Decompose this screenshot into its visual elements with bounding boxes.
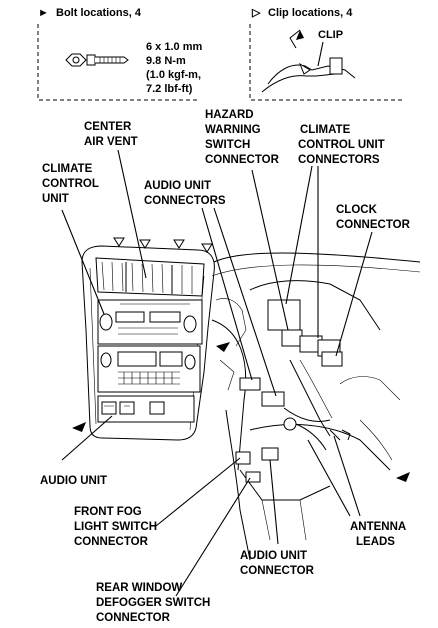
climate-connectors-label-3: CONNECTORS — [298, 154, 380, 166]
audio-unit-label: AUDIO UNIT — [40, 475, 107, 487]
bolt-legend-label: Bolt locations, 4 — [56, 7, 142, 19]
center-panel — [72, 237, 410, 482]
clip-detail: CLIP — [249, 24, 405, 101]
center-air-vent-label-1: CENTER — [84, 121, 132, 133]
audio-unit-connector — [261, 447, 279, 461]
hazard-switch-connector — [281, 329, 303, 347]
audio-connector-label-2: CONNECTOR — [240, 565, 315, 577]
defogger-label-1: REAR WINDOW — [96, 582, 182, 594]
bolt-icon — [65, 53, 129, 67]
climate-connectors-label-1: CLIMATE — [300, 124, 351, 136]
climate-connectors-label-2: CONTROL UNIT — [298, 139, 385, 151]
front-fog-switch — [119, 401, 135, 415]
callout-climate-connectors: CLIMATE CONTROL UNIT CONNECTORS — [298, 124, 385, 166]
fog-label-1: FRONT FOG — [74, 506, 142, 518]
bolt-spec-kgf: (1.0 kgf-m, — [146, 69, 201, 81]
audio-connector-label-1: AUDIO UNIT — [240, 550, 307, 562]
legend: ► Bolt locations, 4 ▷ Clip locations, 4 — [38, 7, 353, 19]
audio-connectors-label-2: CONNECTORS — [144, 195, 226, 207]
callout-antenna-leads: ANTENNA LEADS — [350, 521, 406, 548]
clip-legend-label: Clip locations, 4 — [268, 7, 353, 19]
clip-legend-symbol: ▷ — [251, 7, 261, 19]
bolt-spec-size: 6 x 1.0 mm — [146, 41, 202, 53]
climate-unit-label-3: UNIT — [42, 193, 69, 205]
leader-lines — [61, 149, 373, 597]
dashboard-structure — [211, 252, 421, 561]
fog-label-3: CONNECTOR — [74, 536, 149, 548]
audio-connectors-label-1: AUDIO UNIT — [144, 180, 211, 192]
callout-audio-unit: AUDIO UNIT — [40, 475, 107, 487]
bolt-markers — [72, 342, 410, 482]
climate-unit-label-2: CONTROL — [42, 178, 99, 190]
hazard-label-1: HAZARD — [205, 109, 254, 121]
clock-label-1: CLOCK — [336, 204, 378, 216]
audio-knob-left — [100, 352, 112, 368]
callout-audio-connector: AUDIO UNIT CONNECTOR — [240, 550, 315, 577]
antenna-label-1: ANTENNA — [350, 521, 406, 533]
callout-climate-unit: CLIMATE CONTROL UNIT — [42, 163, 99, 205]
fog-switch-connector — [235, 451, 251, 465]
callout-fog-switch: FRONT FOG LIGHT SWITCH CONNECTOR — [74, 506, 157, 548]
callout-center-air-vent: CENTER AIR VENT — [84, 121, 138, 148]
defogger-switch-connector — [245, 471, 261, 483]
antenna-label-2: LEADS — [356, 536, 395, 548]
hazard-label-2: WARNING — [205, 124, 261, 136]
climate-unit-label-1: CLIMATE — [42, 163, 93, 175]
hazard-switch-bracket — [267, 299, 301, 331]
defogger-label-3: CONNECTOR — [96, 612, 171, 624]
center-air-vent-label-2: AIR VENT — [84, 136, 138, 148]
clock-connector — [321, 351, 343, 367]
callout-audio-connectors: AUDIO UNIT CONNECTORS — [144, 180, 226, 207]
clock-label-2: CONNECTOR — [336, 219, 411, 231]
bolt-detail: 6 x 1.0 mm 9.8 N-m (1.0 kgf-m, 7.2 lbf-f… — [37, 24, 202, 101]
hazard-label-4: CONNECTOR — [205, 154, 280, 166]
audio-connector-1 — [239, 377, 261, 391]
audio-unit-panel — [97, 345, 201, 393]
bolt-legend-symbol: ► — [38, 7, 49, 19]
bolt-spec-lbf: 7.2 lbf-ft) — [146, 83, 193, 95]
callout-clock-connector: CLOCK CONNECTOR — [336, 204, 411, 231]
fog-label-2: LIGHT SWITCH — [74, 521, 157, 533]
climate-knob-left — [99, 313, 113, 331]
callout-defogger-switch: REAR WINDOW DEFOGGER SWITCH CONNECTOR — [96, 582, 210, 624]
antenna-plug — [283, 417, 297, 431]
callout-hazard-switch: HAZARD WARNING SWITCH CONNECTOR — [205, 109, 280, 166]
rear-defogger-switch — [101, 401, 117, 415]
hazard-label-3: SWITCH — [205, 139, 250, 151]
clip-markers — [113, 237, 213, 253]
audio-connector-2 — [261, 391, 285, 407]
audio-knob-right — [184, 354, 196, 370]
bolt-spec-torque: 9.8 N-m — [146, 55, 186, 67]
defogger-label-2: DEFOGGER SWITCH — [96, 597, 210, 609]
clip-detail-label: CLIP — [318, 29, 343, 41]
climate-knob-right — [183, 315, 197, 333]
